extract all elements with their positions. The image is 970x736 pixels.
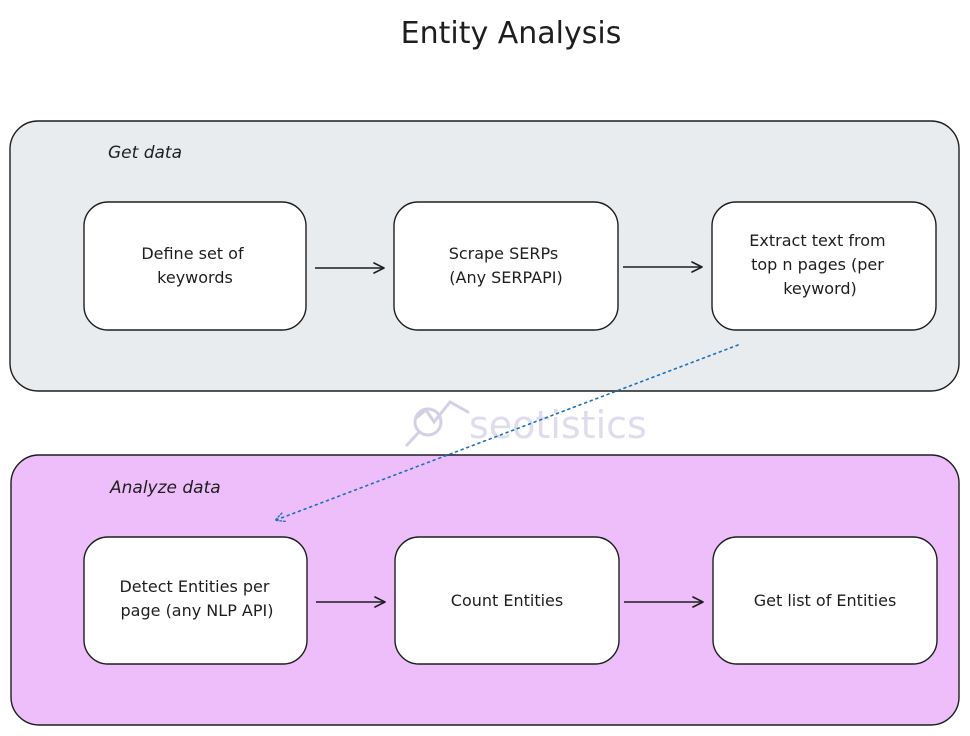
group-get-data-label: Get data bbox=[108, 143, 182, 163]
node-scrape-serps[interactable]: Scrape SERPs (Any SERPAPI) bbox=[393, 201, 619, 331]
node-detect-entities-text: Detect Entities per page (any NLP API) bbox=[119, 577, 274, 620]
node-detect-entities[interactable]: Detect Entities per page (any NLP API) bbox=[83, 536, 308, 665]
node-extract-text-text: Extract text from top n pages (per keywo… bbox=[749, 231, 890, 298]
watermark-text: seotistics bbox=[469, 403, 647, 447]
node-scrape-serps-text: Scrape SERPs (Any SERPAPI) bbox=[449, 244, 564, 287]
node-count-entities[interactable]: Count Entities bbox=[394, 536, 620, 665]
connector-extract-to-detect bbox=[274, 344, 739, 523]
node-define-keywords[interactable]: Define set of keywords bbox=[83, 201, 307, 331]
watermark-logo-icon bbox=[405, 400, 470, 447]
node-define-keywords-text: Define set of keywords bbox=[141, 244, 248, 287]
node-extract-text[interactable]: Extract text from top n pages (per keywo… bbox=[711, 201, 937, 331]
node-get-list-entities[interactable]: Get list of Entities bbox=[712, 536, 938, 665]
diagram-title: Entity Analysis bbox=[401, 16, 622, 51]
node-count-entities-text: Count Entities bbox=[451, 591, 563, 610]
node-get-list-entities-text: Get list of Entities bbox=[754, 591, 897, 610]
watermark: seotistics bbox=[405, 400, 647, 447]
group-analyze-data-label: Analyze data bbox=[109, 478, 221, 498]
